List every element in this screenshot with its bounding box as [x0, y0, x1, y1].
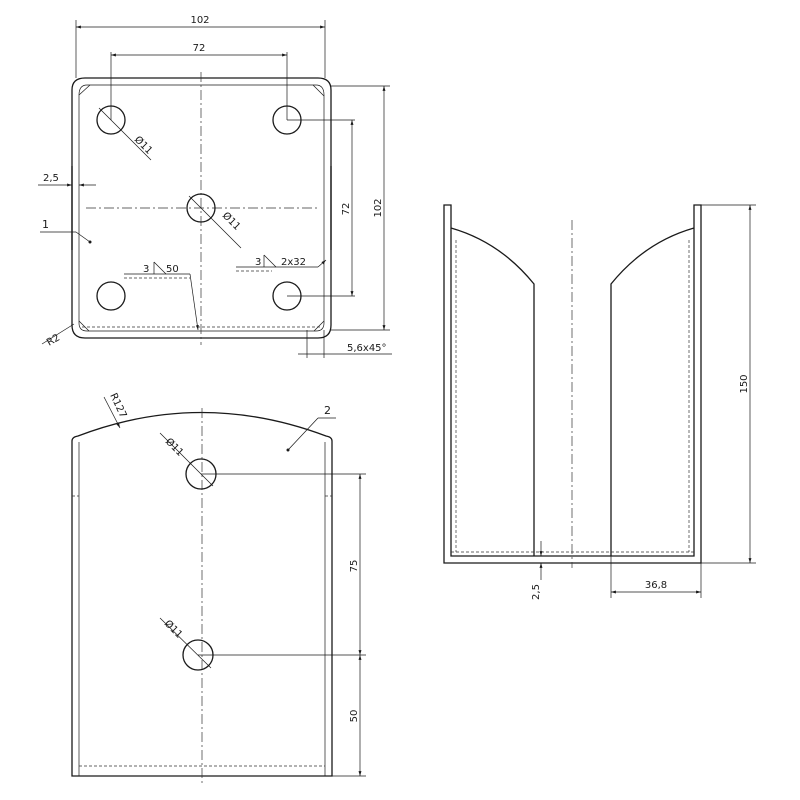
- chamfer-label: 5,6x45°: [347, 343, 387, 354]
- part-label-1: 1: [42, 218, 49, 231]
- dim-hole-spacing-h: 72: [193, 43, 206, 54]
- hole: [96, 281, 126, 311]
- weld1-size: 3: [143, 264, 149, 275]
- dim-plate-width: 102: [190, 15, 209, 26]
- weld1-length: 50: [166, 264, 179, 275]
- dim-front-flange: 36,8: [645, 580, 667, 591]
- hole-dia-label-top-left: Ø11: [132, 134, 155, 157]
- side-plate-view: 75 50 Ø11 Ø11 R127 2: [71, 392, 366, 785]
- arc-radius-label: R127: [107, 392, 128, 420]
- hole: [186, 193, 216, 223]
- base-plate-view: 102 72 72 102 2,5 1 R2 Ø11 Ø11 5,6x4: [38, 15, 392, 358]
- front-left-wall: [443, 204, 702, 564]
- front-view: 150 2,5 36,8: [443, 204, 756, 600]
- dim-plate-height: 102: [373, 198, 384, 217]
- plate-outline: [71, 77, 332, 339]
- dim-hole-spacing-v: 72: [341, 203, 352, 216]
- part-label-2: 2: [324, 404, 331, 417]
- dim-front-height: 150: [739, 374, 750, 393]
- dim-side-bottom-offset: 50: [349, 710, 360, 723]
- dim-front-thickness: 2,5: [531, 584, 542, 600]
- side-plate-outline: [71, 411, 333, 777]
- plate-inner-outline: [78, 84, 325, 332]
- hole-dia-label-center: Ø11: [220, 210, 243, 233]
- weld2-size: 3: [255, 257, 261, 268]
- dim-side-hole-spacing: 75: [349, 560, 360, 573]
- weld2-length: 2x32: [281, 257, 306, 268]
- side-hole-dia-bottom: Ø11: [162, 618, 185, 641]
- plate-holes: [96, 52, 355, 311]
- corner-radius-label: R2: [45, 332, 62, 348]
- dim-flange-thickness: 2,5: [43, 173, 59, 184]
